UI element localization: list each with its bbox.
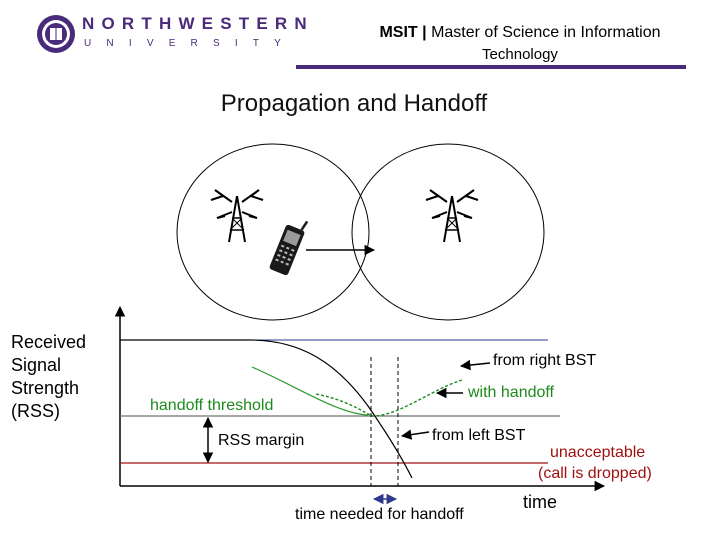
- right-cell-coverage: [352, 144, 544, 320]
- y-axis-label-line: Received: [11, 331, 106, 354]
- from-left-bst-label: from left BST: [432, 427, 525, 445]
- left-cell-coverage: [177, 144, 369, 320]
- rss-margin-label: RSS margin: [218, 432, 304, 450]
- with-handoff-label: with handoff: [468, 384, 554, 402]
- y-axis-label: Received Signal Strength (RSS): [11, 331, 106, 423]
- from-right-pointer: [461, 363, 490, 366]
- unacceptable-label: unacceptable: [550, 444, 645, 462]
- with-handoff-curve: [316, 380, 462, 416]
- cell-tower-icon: [426, 190, 478, 242]
- y-axis-label-line: (RSS): [11, 400, 106, 423]
- handoff-threshold-label: handoff threshold: [150, 397, 273, 415]
- mobile-phone-icon: [269, 215, 309, 276]
- call-dropped-label: (call is dropped): [538, 465, 652, 483]
- time-needed-label: time needed for handoff: [295, 506, 464, 524]
- y-axis-label-line: Signal: [11, 354, 106, 377]
- cell-tower-icon: [211, 190, 263, 242]
- from-right-bst-label: from right BST: [493, 352, 596, 370]
- x-axis-label: time: [523, 492, 557, 513]
- from-left-pointer: [402, 432, 429, 436]
- y-axis-label-line: Strength: [11, 377, 106, 400]
